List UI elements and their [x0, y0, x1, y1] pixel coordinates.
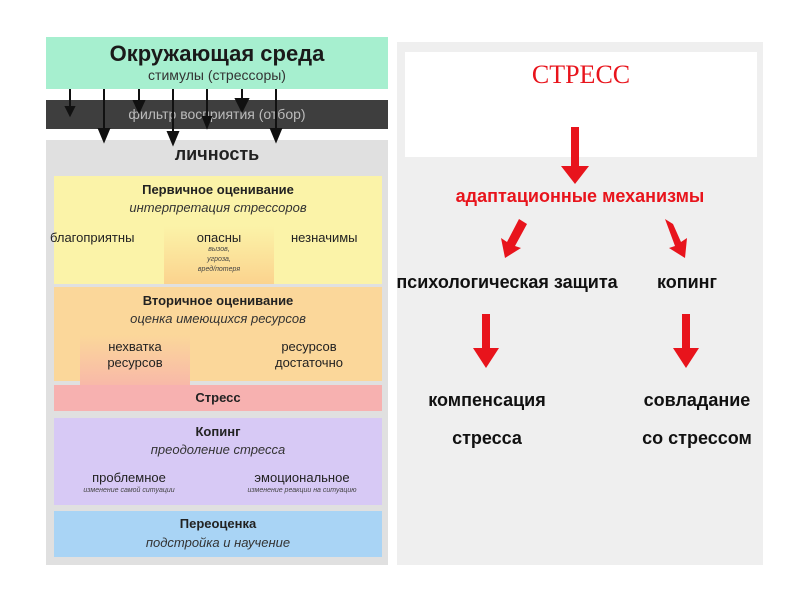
primary-appraisal-box: Первичное оценивание интерпретация стрес… — [50, 176, 382, 284]
coping-subtitle: преодоление стресса — [150, 442, 286, 457]
enough-line: достаточно — [274, 355, 343, 370]
coping-label: копинг — [656, 272, 718, 292]
coping-title: Копинг — [195, 424, 241, 439]
option-favorable: благоприятны — [50, 230, 135, 245]
lack-resources-column: нехватка ресурсов — [80, 335, 190, 385]
lack-line: ресурсов — [107, 355, 163, 370]
stimulus-arrows — [64, 89, 283, 147]
option-dangerous: опасны — [196, 230, 242, 245]
enough-line: ресурсов — [281, 339, 337, 354]
environment-subtitle: стимулы (стрессоры) — [148, 67, 286, 83]
primary-title: Первичное оценивание — [142, 182, 294, 197]
danger-note: угроза, — [207, 256, 231, 263]
primary-subtitle: интерпретация стрессоров — [129, 200, 307, 215]
personality-box: личность Первичное оценивание интерпрета… — [46, 140, 388, 565]
danger-note: вызов, — [208, 246, 230, 253]
coping-problem-note: изменение самой ситуации — [83, 487, 175, 494]
reappraisal-box: Переоценка подстройка и научение — [54, 511, 382, 557]
coping-emotional: эмоциональное — [254, 470, 350, 485]
coping-box: Копинг преодоление стресса проблемное из… — [54, 418, 382, 505]
lack-line: нехватка — [108, 339, 162, 354]
secondary-subtitle: оценка имеющихся ресурсов — [130, 311, 306, 326]
coping-problem: проблемное — [92, 470, 166, 485]
flow-arrows — [473, 127, 699, 368]
stress-bar: Стресс — [54, 385, 382, 411]
danger-note: вред/потеря — [197, 266, 241, 273]
danger-column: опасны вызов, угроза, вред/потеря — [164, 226, 274, 284]
coping-result-line: совладание — [643, 390, 751, 410]
adaptation-mechanisms-diagram: СТРЕСС адаптационные механизмы психологи… — [396, 42, 763, 565]
reappraisal-title: Переоценка — [179, 516, 257, 531]
reappraisal-subtitle: подстройка и научение — [145, 535, 291, 550]
psych-defense-label: психологическая защита — [396, 272, 618, 292]
personality-title: личность — [174, 144, 260, 164]
secondary-appraisal-box: Вторичное оценивание оценка имеющихся ре… — [54, 287, 382, 385]
compensation-line: стресса — [452, 428, 522, 448]
stress-title: СТРЕСС — [531, 60, 631, 89]
option-insignificant: незначимы — [291, 230, 358, 245]
environment-title: Окружающая среда — [109, 41, 325, 66]
coping-result-line: со стрессом — [642, 428, 752, 448]
title-area: СТРЕСС — [405, 52, 757, 157]
adaptation-mechanisms-label: адаптационные механизмы — [455, 186, 705, 206]
compensation-line: компенсация — [428, 390, 546, 410]
coping-emotional-note: изменение реакции на ситуацию — [247, 487, 357, 494]
secondary-title: Вторичное оценивание — [142, 293, 294, 308]
stress-model-diagram: Окружающая среда стимулы (стрессоры) фил… — [46, 37, 388, 565]
environment-box: Окружающая среда стимулы (стрессоры) — [46, 37, 388, 89]
